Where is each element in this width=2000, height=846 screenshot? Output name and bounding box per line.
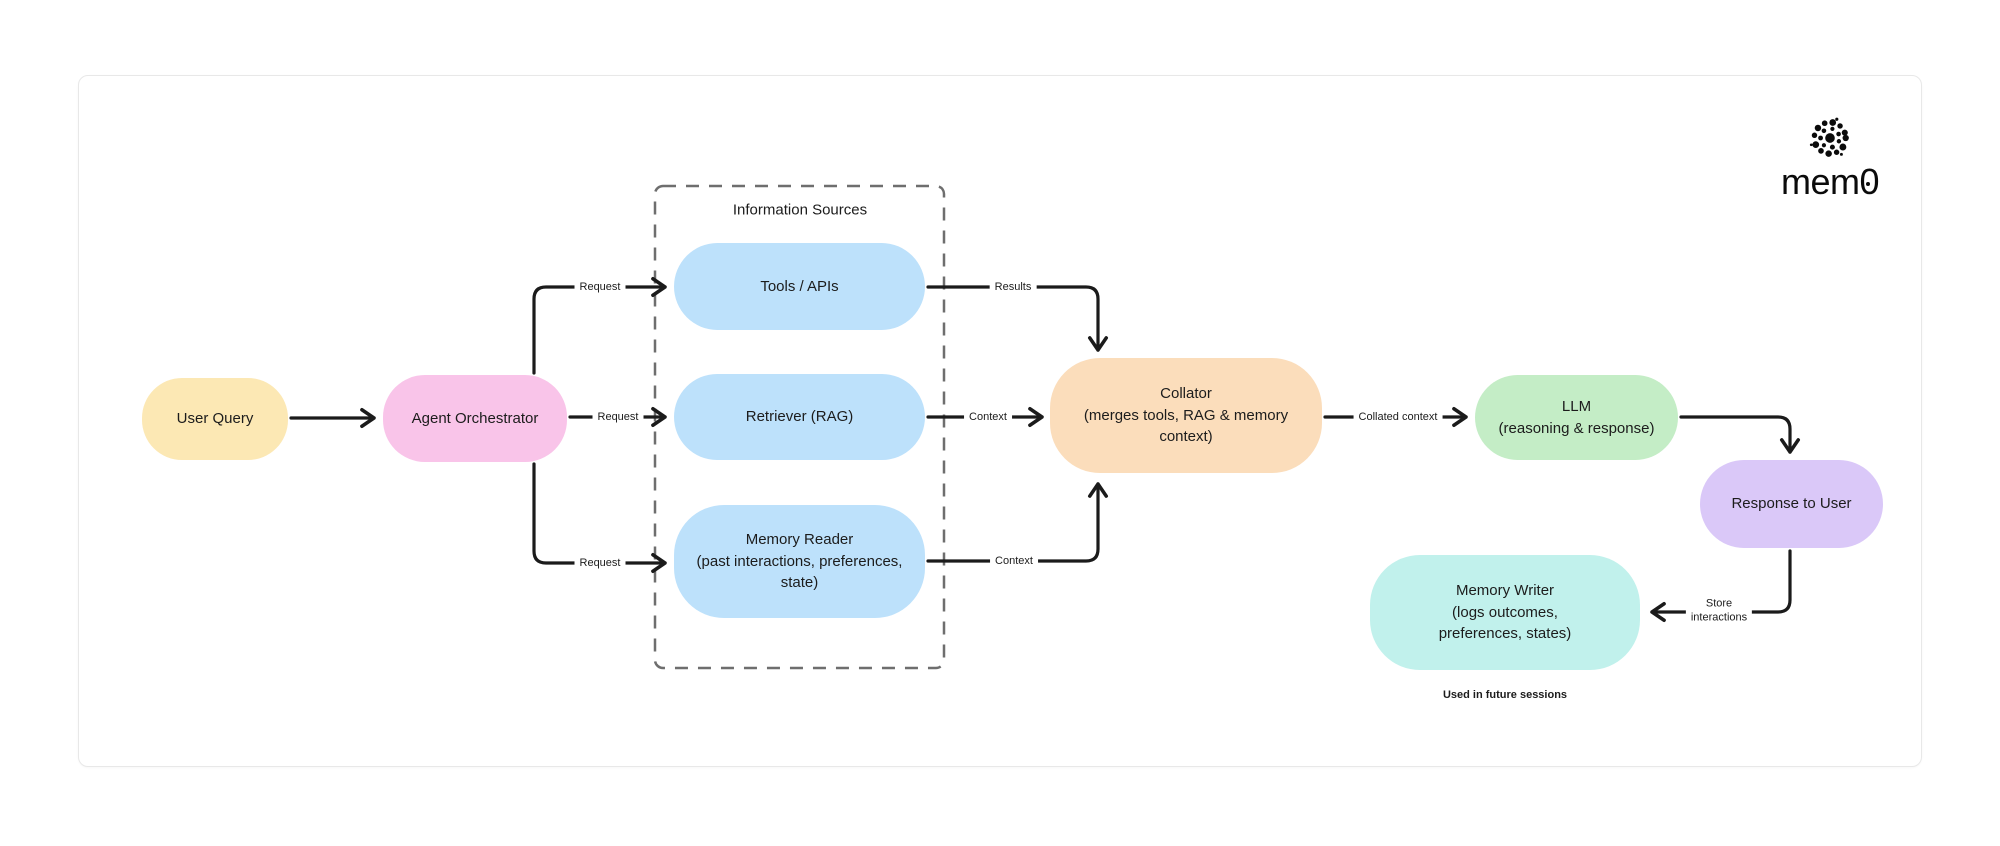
node-collator: Collator (merges tools, RAG & memory con… (1050, 358, 1322, 473)
mem0-dot-cluster-icon (1809, 117, 1849, 157)
edge-llm-to-response (1679, 415, 1801, 454)
information-sources-dashed-box (653, 184, 946, 670)
edge-label-request-retriever: Request (592, 408, 644, 426)
edge-label-request-memory: Request (574, 554, 626, 572)
node-memory-reader: Memory Reader (past interactions, prefer… (674, 505, 925, 618)
edge-label-store-interactions: Store interactions (1685, 595, 1753, 627)
edge-request-to-tools (532, 276, 667, 375)
mem0-logo: mem0 (1768, 116, 1892, 200)
node-agent-orchestrator: Agent Orchestrator (383, 375, 567, 462)
edge-label-collated-context: Collated context (1353, 408, 1443, 426)
edge-label-context-retriever: Context (964, 408, 1012, 426)
node-response-to-user: Response to User (1700, 460, 1883, 548)
node-llm: LLM (reasoning & response) (1475, 375, 1678, 460)
mem0-wordmark: mem0 (1780, 161, 1880, 202)
edge-response-to-memorywriter (1650, 549, 1792, 623)
node-user-query: User Query (142, 378, 288, 460)
footnote-used-in-future-sessions: Used in future sessions (1442, 689, 1568, 701)
edge-label-results: Results (989, 278, 1037, 296)
node-tools-apis: Tools / APIs (674, 243, 925, 330)
edge-request-to-memoryreader (532, 462, 667, 574)
edge-label-context-memory: Context (990, 552, 1038, 570)
node-memory-writer: Memory Writer (logs outcomes, preference… (1370, 555, 1640, 670)
zero-center-dot (1866, 182, 1871, 187)
edge-results-to-collator (926, 285, 1109, 352)
edge-label-request-tools: Request (574, 278, 626, 296)
mem0-wordmark-text: mem0 (1780, 161, 1880, 202)
edge-context-memory-to-collator (926, 482, 1109, 563)
information-sources-title: Information Sources (726, 201, 874, 219)
node-retriever-rag: Retriever (RAG) (674, 374, 925, 460)
